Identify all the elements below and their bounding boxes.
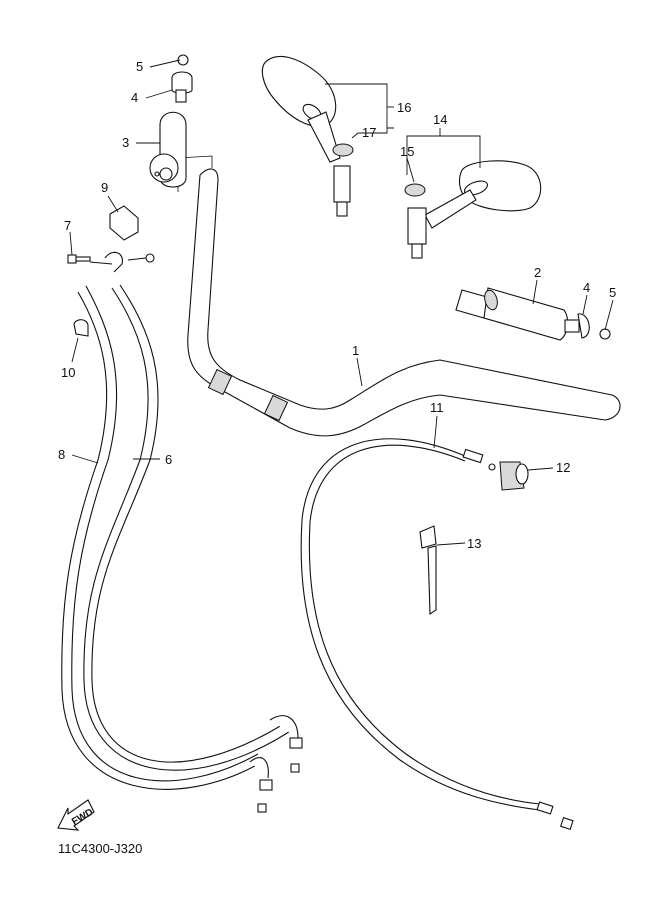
- rear-view-mirror-right[interactable]: [407, 160, 542, 259]
- callout-10: 10: [61, 365, 75, 380]
- grip-end-right[interactable]: [564, 313, 590, 339]
- callout-6: 6: [165, 452, 172, 467]
- callout-7: 7: [64, 218, 71, 233]
- callout-labels: 5 4 3 9 7 10 8 6 1 2 4 5 11 12 13 14 15 …: [58, 59, 616, 551]
- boot[interactable]: [499, 461, 529, 491]
- callout-16: 16: [397, 100, 411, 115]
- cable-adjuster-lower: [259, 779, 273, 791]
- rear-view-mirror-left[interactable]: [261, 56, 351, 217]
- callout-8: 8: [58, 447, 65, 462]
- callout-4-right: 4: [583, 280, 590, 295]
- throttle-cable-2[interactable]: [61, 285, 263, 790]
- callout-3: 3: [122, 135, 129, 150]
- callout-12: 12: [556, 460, 570, 475]
- screw-left[interactable]: [177, 54, 189, 66]
- cable-guide: [104, 251, 123, 273]
- callout-14: 14: [433, 112, 447, 127]
- forward-direction-arrow: FWD: [57, 799, 95, 831]
- callout-5-left: 5: [136, 59, 143, 74]
- throttle-cable-1[interactable]: [83, 284, 296, 771]
- callout-17: 17: [362, 125, 376, 140]
- cable-tie[interactable]: [419, 525, 437, 616]
- callout-15: 15: [400, 144, 414, 159]
- cap-left[interactable]: [332, 143, 354, 157]
- handlebar[interactable]: [187, 168, 621, 437]
- cable-nipple-lower: [257, 803, 267, 813]
- cable-cover[interactable]: [109, 205, 139, 241]
- callout-5-right: 5: [609, 285, 616, 300]
- cable-end-lower: [249, 757, 269, 779]
- cap-right[interactable]: [404, 183, 426, 197]
- grip-right[interactable]: [455, 287, 569, 341]
- cable-nipple: [488, 463, 496, 471]
- diagram-code: 11C4300-J320: [58, 841, 142, 856]
- bolt[interactable]: [67, 254, 91, 264]
- clamp[interactable]: [73, 319, 89, 337]
- callout-2: 2: [534, 265, 541, 280]
- cable-adjuster-upper: [289, 737, 303, 749]
- callout-1: 1: [352, 343, 359, 358]
- cable-joint-nut: [145, 253, 155, 263]
- leader-lines: [69, 59, 614, 546]
- screw-right[interactable]: [599, 328, 611, 340]
- callout-13: 13: [467, 536, 481, 551]
- cable-end-upper: [269, 715, 299, 739]
- callout-4-left: 4: [131, 90, 138, 105]
- grip-left[interactable]: [149, 111, 187, 188]
- grip-end-left[interactable]: [171, 71, 193, 103]
- callout-11: 11: [430, 400, 444, 415]
- callout-9: 9: [101, 180, 108, 195]
- clutch-cable[interactable]: [300, 438, 574, 830]
- cable-nipple-upper: [290, 763, 300, 773]
